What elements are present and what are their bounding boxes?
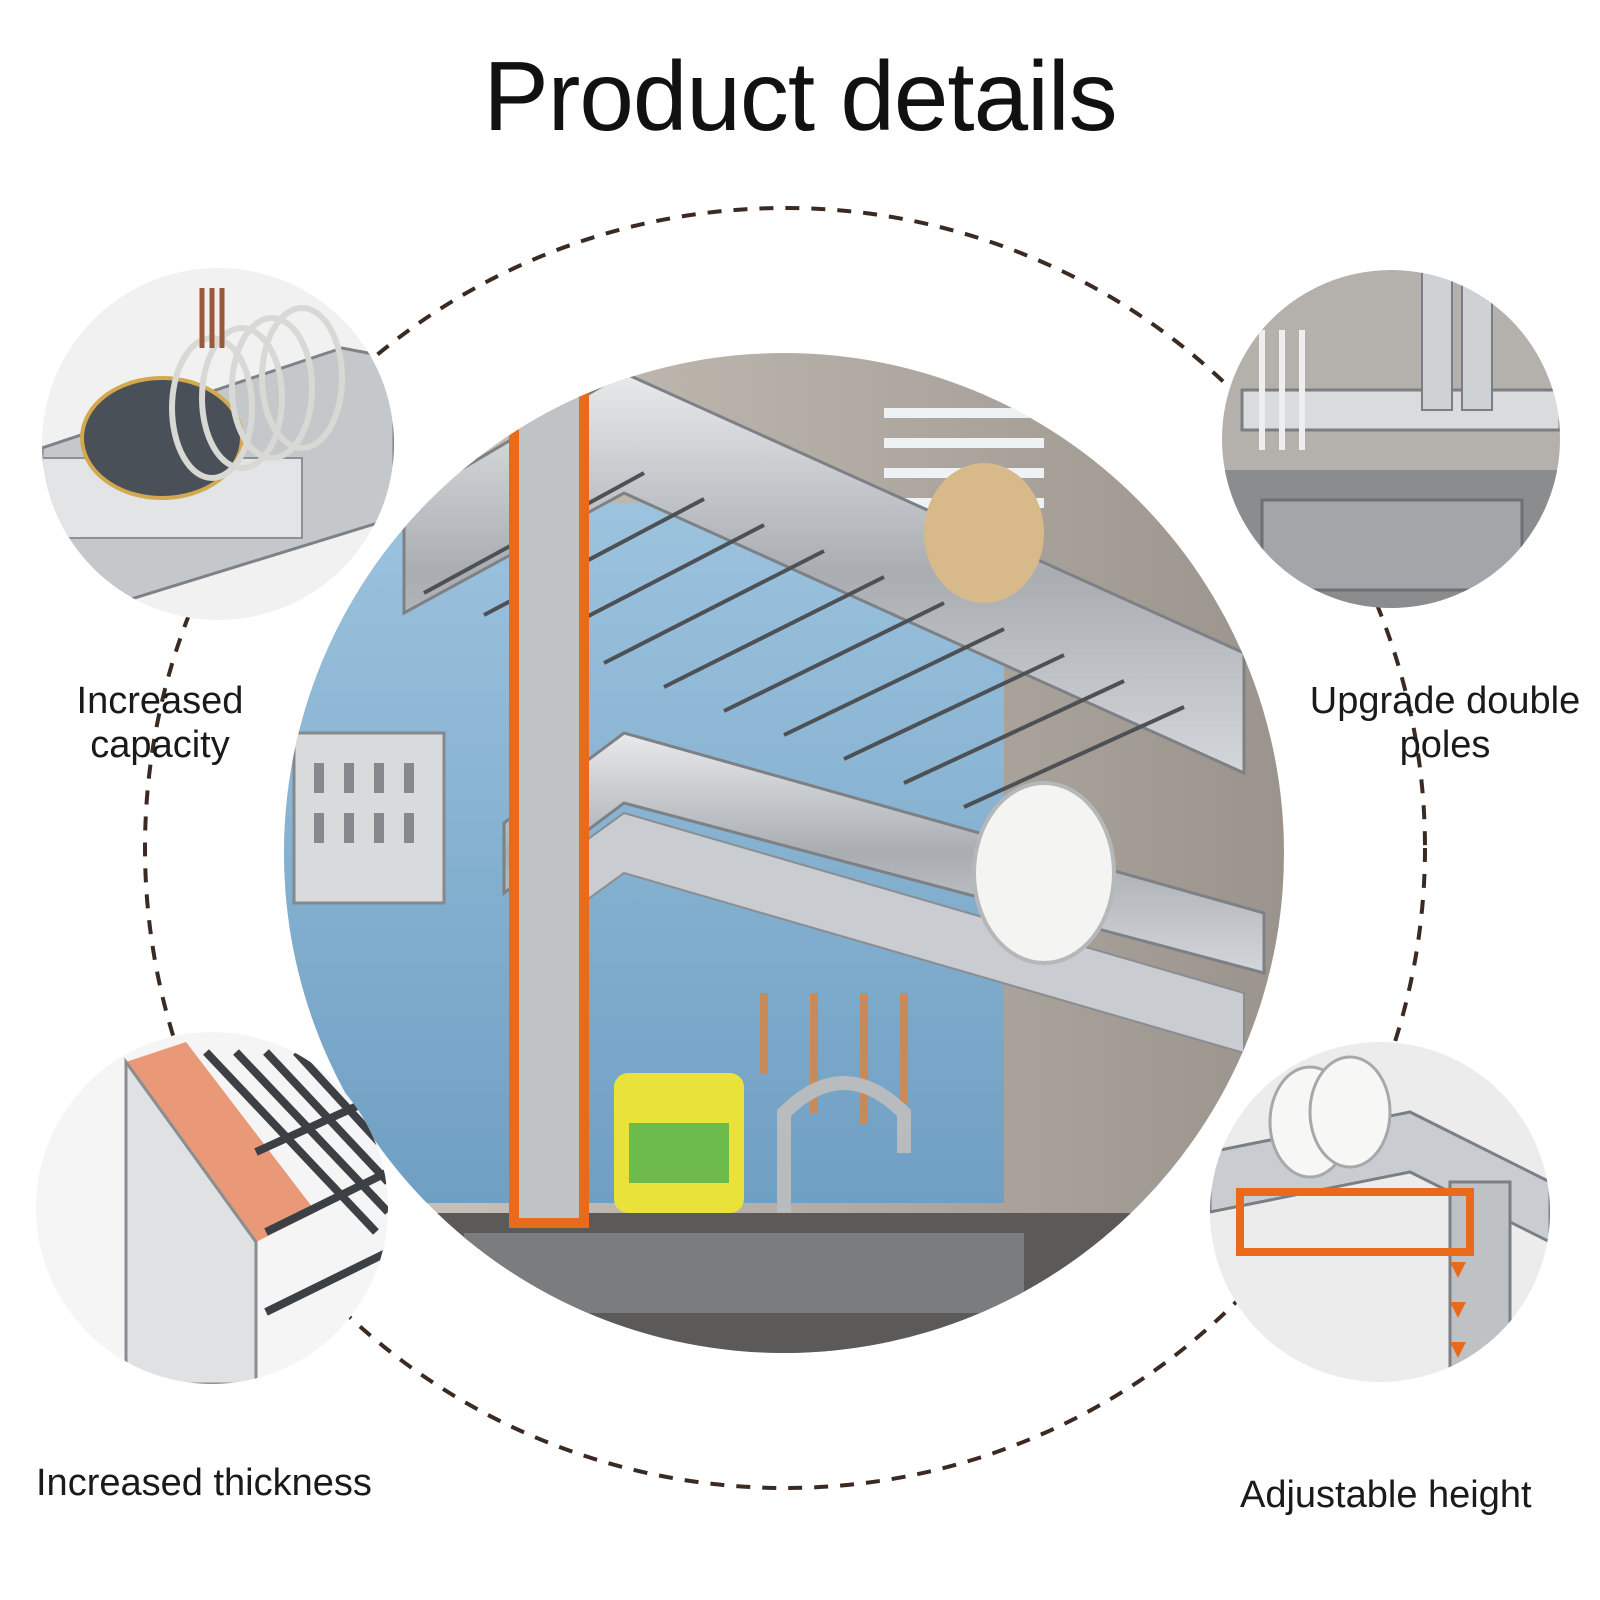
feature-label-increased-thickness: Increased thickness [36, 1462, 372, 1504]
page-title: Product details [483, 41, 1117, 151]
feature-label-increased-capacity: Increased capacity [76, 680, 244, 766]
feature-label-upgrade-double-poles: Upgrade double poles [1309, 680, 1581, 766]
main-product-image [284, 353, 1284, 1353]
adjustable-height-image [1210, 1042, 1550, 1382]
double-poles-image [1222, 270, 1560, 608]
feature-label-adjustable-height: Adjustable height [1240, 1474, 1532, 1516]
capacity-image [42, 268, 394, 620]
thickness-image [36, 1032, 388, 1384]
